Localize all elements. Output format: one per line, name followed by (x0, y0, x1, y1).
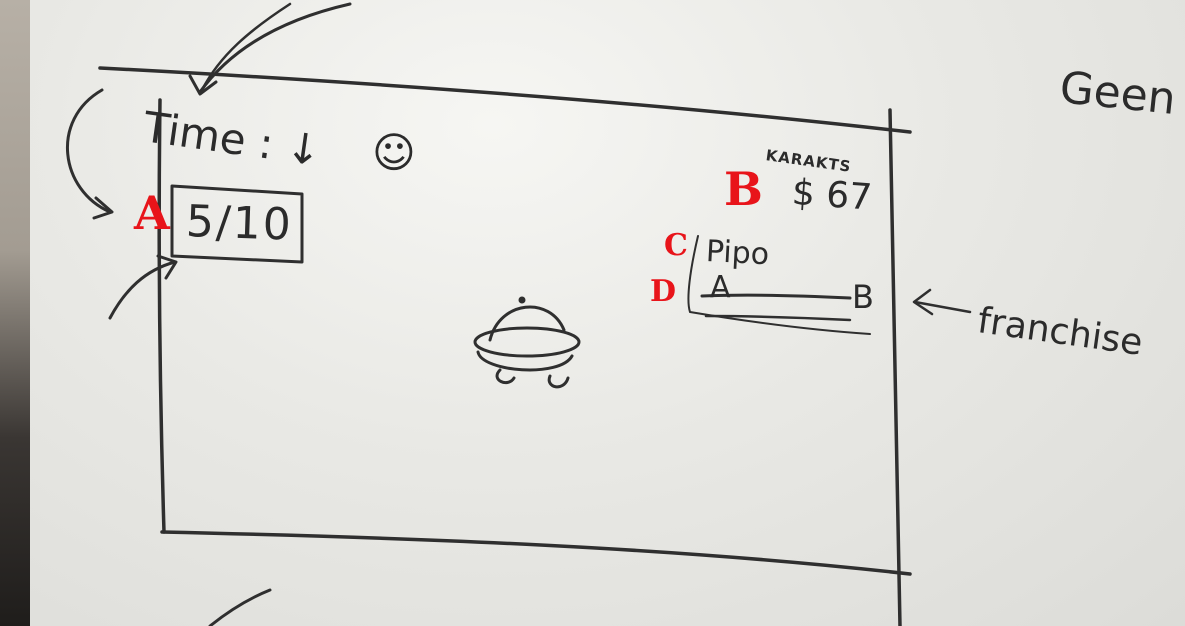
loop-arrow (66, 88, 112, 214)
screen-frame-left (157, 98, 166, 534)
annotation-b: B (724, 162, 763, 216)
loop-arrow-head (92, 196, 114, 220)
screen-frame-right (888, 108, 902, 626)
franchise-arrow (913, 300, 972, 314)
franchise-name: Pipo (705, 234, 771, 273)
pointer-arrow (108, 260, 177, 320)
franchise-underline (704, 314, 852, 322)
franchise-route-from: A (710, 270, 731, 305)
arrow-top-curve-2 (200, 2, 292, 92)
screen-frame-top (98, 66, 912, 134)
whiteboard: Geen Time : ↓ ☺ 5/10 KARAKTS $ 67 Pipo A… (30, 0, 1185, 626)
arrow-head-top (188, 74, 218, 96)
franchise-strike (700, 293, 852, 300)
pointer-arrow-head (156, 254, 178, 280)
stray-stroke (208, 588, 272, 626)
progress-counter: 5/10 (185, 196, 294, 251)
annotation-d: D (650, 274, 677, 309)
franchise-arrow-head (912, 288, 934, 316)
annotation-c: C (664, 228, 688, 263)
smiley-icon: ☺ (372, 128, 416, 177)
annotation-a: A (134, 186, 170, 240)
progress-box (170, 184, 304, 264)
screen-frame-bottom (160, 530, 912, 576)
currency-value: $ 67 (790, 172, 874, 219)
arrow-top-curve (198, 2, 352, 94)
sketch-lines (66, 2, 972, 626)
franchise-route-to: B (852, 278, 874, 316)
ufo-creature-sketch (473, 296, 581, 389)
